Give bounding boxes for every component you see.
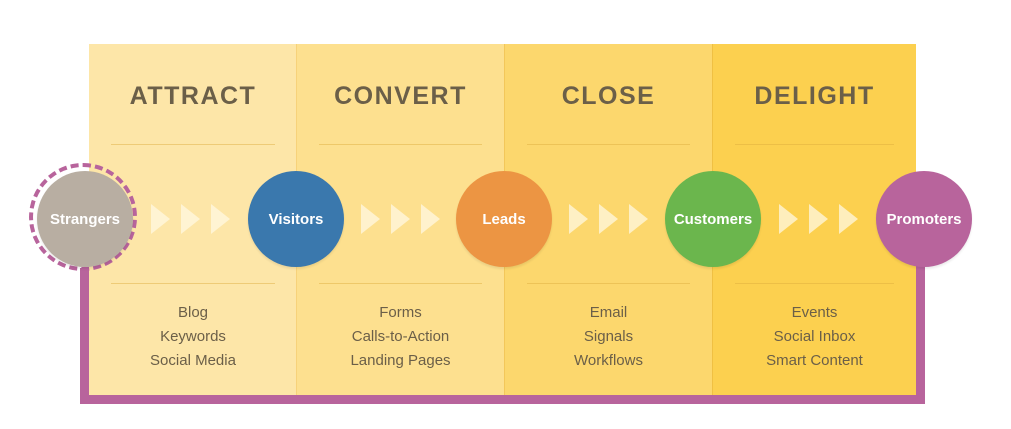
tool-list: Forms Calls-to-Action Landing Pages [297,301,504,373]
arrow-right-icon [421,204,440,234]
tool-item: Email [589,304,628,321]
node-leads: Leads [456,171,552,267]
divider [319,283,482,284]
arrow-right-icon [809,204,828,234]
tool-list: Events Social Inbox Smart Content [713,301,916,373]
tool-item: Landing Pages [350,352,451,369]
divider [111,144,275,145]
divider [111,283,275,284]
divider [527,144,690,145]
loop-line-bottom [80,395,925,404]
tool-item: Smart Content [766,352,863,369]
arrow-right-icon [839,204,858,234]
divider [319,144,482,145]
divider [527,283,690,284]
arrow-right-icon [181,204,200,234]
node-visitors: Visitors [248,171,344,267]
tool-item: Workflows [574,352,643,369]
loop-line-right [916,250,925,404]
node-strangers: Strangers [37,171,133,267]
dashed-ring [29,163,137,271]
tool-item: Blog [177,304,209,321]
tool-item: Social Media [150,352,236,369]
tool-item: Events [791,304,838,321]
arrow-right-icon [599,204,618,234]
arrow-right-icon [779,204,798,234]
stage-title: CLOSE [561,82,656,110]
node-customers: Customers [665,171,761,267]
tool-item: Calls-to-Action [351,328,450,345]
arrow-right-icon [151,204,170,234]
tool-item: Keywords [160,328,226,345]
divider [735,283,894,284]
arrow-right-icon [211,204,230,234]
arrow-right-icon [629,204,648,234]
arrow-right-icon [569,204,588,234]
tool-list: Blog Keywords Social Media [89,301,297,373]
tool-list: Email Signals Workflows [505,301,712,373]
tool-item: Social Inbox [773,328,856,345]
stage-title: CONVERT [334,82,467,110]
loop-line-left [80,268,89,404]
arrow-right-icon [361,204,380,234]
arrow-right-icon [391,204,410,234]
tool-item: Signals [583,328,634,345]
divider [735,144,894,145]
node-promoters: Promoters [876,171,972,267]
tool-item: Forms [379,304,422,321]
stage-title: ATTRACT [129,82,257,110]
stage-title: DELIGHT [754,82,875,110]
